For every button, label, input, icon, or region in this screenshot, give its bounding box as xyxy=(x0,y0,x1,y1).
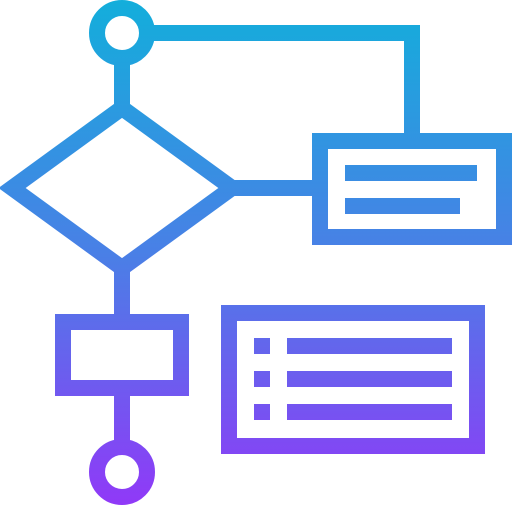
process-box-left xyxy=(55,314,189,396)
process-box-top xyxy=(312,133,512,245)
start-to-box-connector xyxy=(147,25,420,133)
list-bullet xyxy=(254,338,270,354)
list-box xyxy=(221,305,485,454)
list-bullet xyxy=(254,404,270,420)
start-node xyxy=(89,0,155,66)
decision-diamond xyxy=(0,98,246,278)
end-node xyxy=(89,439,155,505)
list-bullet xyxy=(254,371,270,387)
